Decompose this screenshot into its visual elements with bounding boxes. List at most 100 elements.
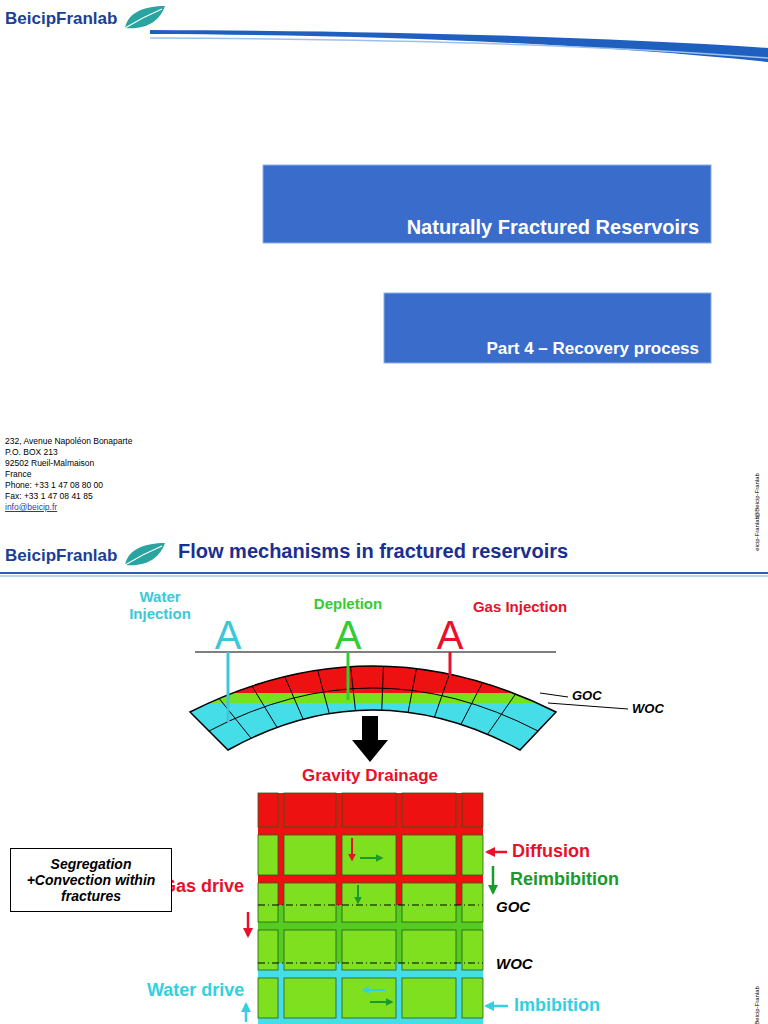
label: GOC	[572, 689, 602, 704]
title-panel	[384, 293, 711, 363]
matrix-blocks	[258, 793, 483, 1024]
label-wrap: A	[335, 612, 362, 658]
label-wrap: Phone: +33 1 47 08 80 00	[5, 481, 103, 491]
leader-line	[540, 693, 568, 697]
matrix-block	[258, 930, 278, 970]
label-wrap: BeicipFranlab	[5, 9, 117, 29]
label: Fax: +33 1 47 08 41 85	[5, 492, 93, 502]
matrix-block	[462, 930, 483, 970]
label: info@beicip.fr	[5, 503, 57, 513]
leader-line	[548, 703, 628, 709]
woc-line	[258, 962, 483, 963]
label-wrap: Reimbibition	[510, 869, 619, 890]
ground-line	[195, 652, 556, 653]
fracture-water	[258, 963, 483, 1024]
label-wrap: Diffusion	[512, 841, 590, 862]
box-text: Naturally Fractured Reservoirs	[407, 216, 699, 239]
label: Reimbibition	[510, 869, 619, 890]
label: Water drive	[147, 980, 244, 1001]
water-drive-arrow	[245, 1004, 248, 1022]
label: Imbibition	[514, 995, 600, 1016]
label-wrap: Water drive	[147, 980, 244, 1001]
matrix-block	[402, 835, 456, 875]
label-wrap: Beicip-Franlab	[754, 986, 761, 1024]
label: Gravity Drainage	[302, 766, 438, 786]
label: France	[5, 470, 31, 480]
matrix-block	[402, 978, 456, 1018]
matrix-block	[284, 793, 336, 827]
matrix-block	[284, 930, 336, 970]
matrix-block	[342, 978, 396, 1018]
label: GOC	[496, 898, 530, 915]
label-wrap: GOC	[496, 898, 530, 915]
label: Phone: +33 1 47 08 80 00	[5, 481, 103, 491]
label: Gas drive	[162, 876, 244, 897]
header-rule	[0, 575, 768, 577]
label: WOC	[496, 955, 533, 972]
subtitle-box: Part 4 – Recovery process	[384, 293, 711, 363]
matrix-block	[258, 978, 278, 1018]
label-wrap: Depletion	[314, 595, 382, 612]
matrix-block	[258, 835, 278, 875]
matrix-block	[342, 883, 396, 922]
well-symbol: A	[335, 612, 362, 658]
well	[227, 652, 230, 722]
down-arrow	[352, 716, 388, 762]
matrix-block	[462, 835, 483, 875]
label-wrap: WOC	[632, 702, 664, 717]
label-wrap: @Beicip-Franlab	[754, 473, 761, 518]
reservoir-arch	[180, 600, 570, 763]
label-wrap: WOC	[496, 955, 533, 972]
label-wrap: Fax: +33 1 47 08 41 85	[5, 492, 93, 502]
matrix-block	[462, 883, 483, 922]
matrix-block	[402, 793, 456, 827]
label: Diffusion	[512, 841, 590, 862]
label-wrap: 232, Avenue Napoléon Bonaparte	[5, 437, 132, 447]
label-wrap: GOC	[572, 689, 602, 704]
box-text: Segregation +Convection within fractures	[23, 856, 159, 904]
label: Depletion	[314, 595, 382, 612]
matrix-block	[462, 793, 483, 827]
title-box: Naturally Fractured Reservoirs	[263, 165, 711, 243]
logo-leaf	[125, 6, 165, 28]
label-wrap: info@beicip.fr	[5, 503, 57, 513]
label: 92502 Rueil-Malmaison	[5, 459, 94, 469]
label-wrap: Gas Injection	[473, 598, 567, 615]
matrix-block	[462, 978, 483, 1018]
flow-arrow	[357, 885, 359, 903]
diffusion-arrow	[487, 851, 507, 854]
goc-line	[258, 904, 483, 905]
label: P.O. BOX 213	[5, 448, 58, 458]
label: Gas Injection	[473, 598, 567, 615]
label-wrap: Gravity Drainage	[302, 766, 438, 786]
flow-arrow	[360, 857, 382, 859]
label-wrap: Gas drive	[162, 876, 244, 897]
well-symbol: A	[437, 612, 464, 658]
flow-arrow	[370, 1001, 392, 1003]
label: 232, Avenue Napoléon Bonaparte	[5, 437, 132, 447]
label-wrap: A	[215, 612, 242, 658]
watermark: @Beicip-Franlab	[754, 473, 761, 518]
box-text: Part 4 – Recovery process	[486, 339, 699, 359]
well	[347, 652, 350, 700]
label: BeicipFranlab	[5, 9, 117, 29]
flow-arrow	[363, 989, 385, 991]
slide-title-wrap: Flow mechanisms in fractured reservoirs	[178, 540, 568, 563]
label-wrap: France	[5, 470, 31, 480]
reimbibition-arrow	[492, 866, 495, 893]
matrix-block	[342, 835, 396, 875]
matrix-block	[258, 793, 278, 827]
header-rule	[0, 572, 768, 574]
label-wrap: eicip-Franlab	[754, 516, 761, 551]
note-box: Segregation +Convection within fractures	[10, 848, 172, 912]
well-symbol: A	[215, 612, 242, 658]
matrix-block	[258, 883, 278, 922]
title-panel	[263, 165, 711, 243]
label-wrap: Water Injection	[120, 588, 200, 623]
label-wrap: P.O. BOX 213	[5, 448, 58, 458]
slide-title: Flow mechanisms in fractured reservoirs	[178, 540, 568, 563]
label-wrap: 92502 Rueil-Malmaison	[5, 459, 94, 469]
label: WOC	[632, 702, 664, 717]
matrix-block	[284, 835, 336, 875]
